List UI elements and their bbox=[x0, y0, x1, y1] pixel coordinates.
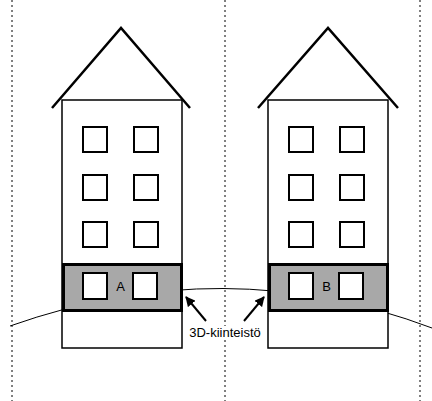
property-letter: B bbox=[322, 280, 331, 294]
property-letter: A bbox=[116, 280, 125, 294]
callout-label: 3D-kiinteistö bbox=[187, 326, 263, 340]
building bbox=[62, 100, 388, 348]
leader-arrow bbox=[186, 297, 264, 321]
property-line bbox=[12, 0, 420, 401]
3d-property-band: A bbox=[62, 263, 183, 312]
3d-property-band: B bbox=[268, 263, 389, 312]
roof bbox=[52, 28, 398, 108]
window bbox=[83, 127, 364, 247]
